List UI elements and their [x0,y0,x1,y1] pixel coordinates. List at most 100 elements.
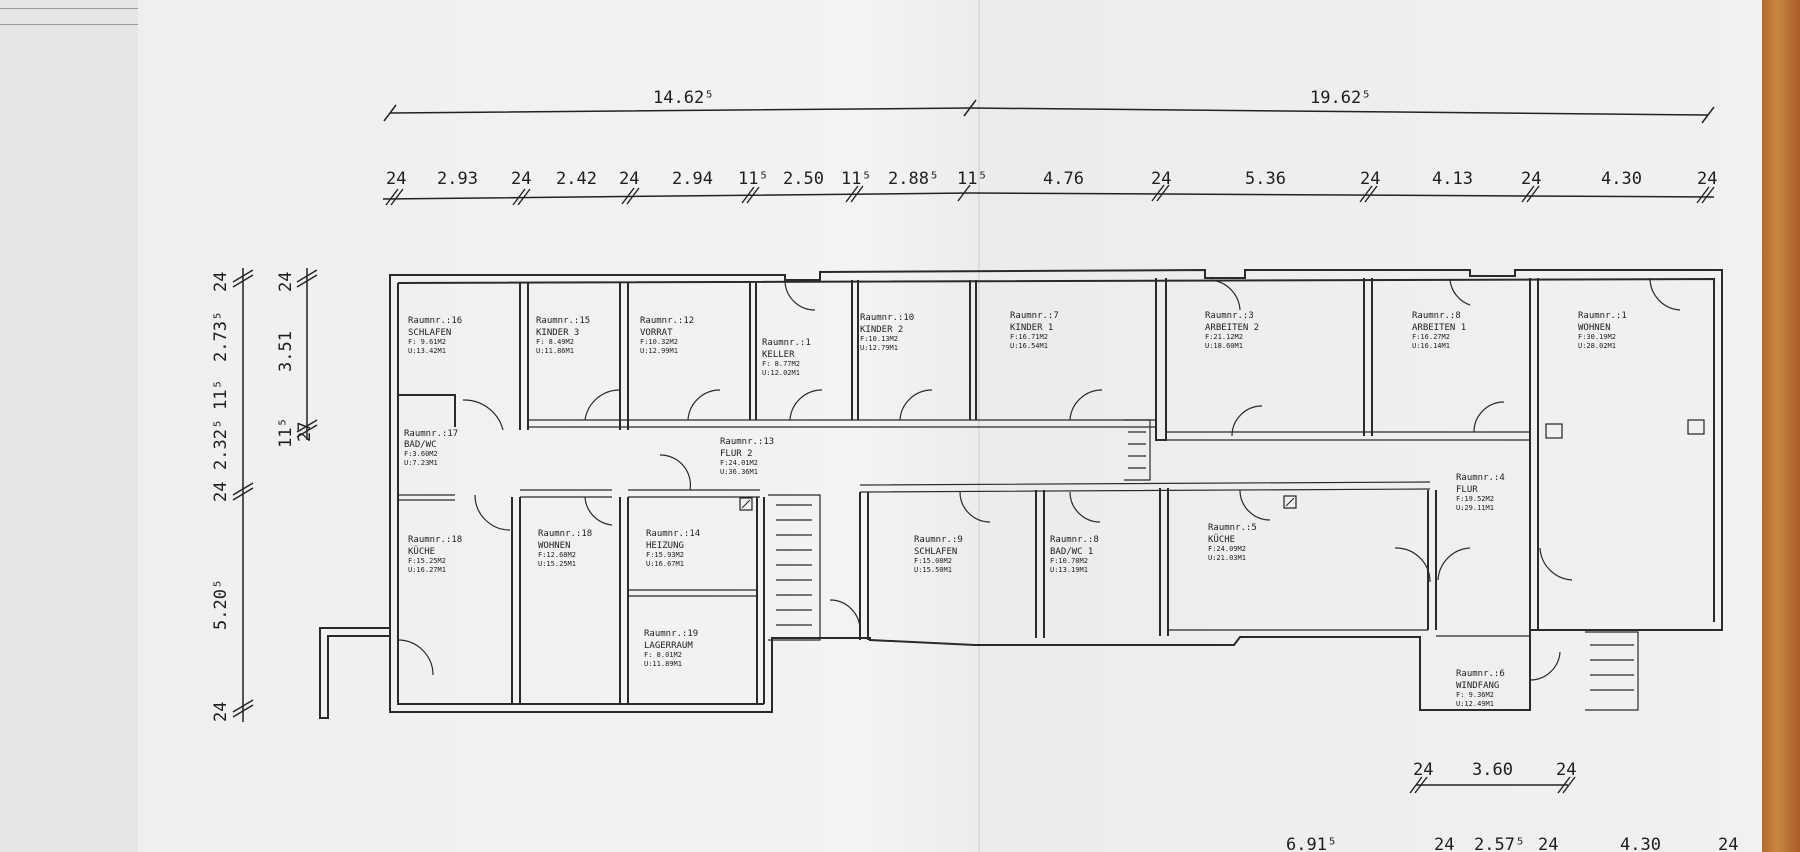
room-perimeter: U:16.14M1 [1412,342,1450,350]
room-area: F:15.25M2 [408,557,446,565]
vertical-dimension-left: 24 2.73⁵ 11⁵ 2.32⁵ 24 5.20⁵ 24 [211,268,254,722]
room-perimeter: U:15.50M1 [914,566,952,574]
room-number: Raumnr.:5 [1208,523,1257,533]
room-name: SCHLAFEN [408,328,451,338]
room-label-schlafen-16: Raumnr.:16 SCHLAFEN F: 9.61M2 U:13.42M1 [408,316,462,355]
room-number: Raumnr.:3 [1205,311,1254,321]
room-number: Raumnr.:19 [644,629,698,639]
room-label-kueche-18: Raumnr.:18 KÜCHE F:15.25M2 U:16.27M1 [408,535,462,574]
cut-dim: 4.30 [1620,835,1661,852]
room-label-wohnen-18: Raumnr.:18 WOHNEN F:12.68M2 U:15.25M1 [538,529,592,568]
segment-dimension-line: 24 2.93 24 2.42 24 2.94 11⁵ 2.50 11⁵ 2.8… [382,169,1717,206]
room-number: Raumnr.:8 [1412,311,1461,321]
seg-dim: 11⁵ [957,169,988,189]
room-area: F:16.71M2 [1010,333,1048,341]
room-name: KÜCHE [1208,534,1235,545]
room-area: F: 8.49M2 [536,338,574,346]
room-number: Raumnr.:10 [860,313,914,323]
room-name: FLUR [1456,485,1478,495]
vdim: 5.20⁵ [211,579,231,630]
room-area: F:24.01M2 [720,459,758,467]
seg-dim: 24 [1521,169,1541,189]
room-area: F:3.60M2 [404,450,438,458]
vdim: 24 [211,272,231,292]
room-name: KÜCHE [408,546,435,557]
seg-dim: 11⁵ [738,169,769,189]
room-name: BAD/WC 1 [1050,547,1093,557]
room-number: Raumnr.:6 [1456,669,1505,679]
room-perimeter: U:16.54M1 [1010,342,1048,350]
room-perimeter: U:36.36M1 [720,468,758,476]
seg-dim: 24 [1151,169,1171,189]
room-number: Raumnr.:1 [1578,311,1627,321]
room-number: Raumnr.:14 [646,529,700,539]
room-number: Raumnr.:4 [1456,473,1505,483]
seg-dim: 24 [1360,169,1380,189]
vdim-inner: 3.51 [276,331,296,372]
seg-dim: 24 [1697,169,1717,189]
room-perimeter: U:29.11M1 [1456,504,1494,512]
vertical-dimension-inner: 24 3.51 27 11⁵ [276,268,318,448]
room-area: F: 8.77M2 [762,360,800,368]
cut-dim: 6.91⁵ [1286,835,1337,852]
room-number: Raumnr.:12 [640,316,694,326]
bottom-dim: 24 [1556,760,1576,780]
room-number: Raumnr.:17 [404,429,458,439]
room-label-kinder-1: Raumnr.:7 KINDER 1 F:16.71M2 U:16.54M1 [1010,311,1059,350]
room-label-flur: Raumnr.:4 FLUR F:19.52M2 U:29.11M1 [1456,473,1505,512]
room-label-kueche-5: Raumnr.:5 KÜCHE F:24.09M2 U:21.03M1 [1208,523,1257,562]
room-perimeter: U:16.27M1 [408,566,446,574]
seg-dim: 4.13 [1432,169,1473,189]
seg-dim: 24 [386,169,406,189]
room-perimeter: U:13.19M1 [1050,566,1088,574]
room-label-arbeiten-2: Raumnr.:3 ARBEITEN 2 F:21.12M2 U:18.60M1 [1205,311,1259,350]
cut-dim: 24 [1538,835,1558,852]
room-perimeter: U:15.25M1 [538,560,576,568]
room-label-bad-wc-17: Raumnr.:17 BAD/WC F:3.60M2 U:7.23M1 [404,429,458,467]
room-perimeter: U:21.03M1 [1208,554,1246,562]
room-label-heizung: Raumnr.:14 HEIZUNG F:15.93M2 U:16.67M1 [646,529,700,568]
room-perimeter: U:13.42M1 [408,347,446,355]
room-label-arbeiten-1: Raumnr.:8 ARBEITEN 1 F:16.27M2 U:16.14M1 [1412,311,1466,350]
seg-dim: 2.93 [437,169,478,189]
room-area: F: 8.01M2 [644,651,682,659]
vdim-inner: 24 [276,272,296,292]
room-name: VORRAT [640,328,673,338]
room-number: Raumnr.:15 [536,316,590,326]
bottom-dim: 3.60 [1472,760,1513,780]
room-name: WINDFANG [1456,681,1499,691]
paper-fold [978,0,980,852]
seg-dim: 2.94 [672,169,713,189]
room-perimeter: U:12.79M1 [860,344,898,352]
room-name: LAGERRAUM [644,641,693,651]
vdim: 24 [211,702,231,722]
room-name: KINDER 3 [536,328,579,338]
room-number: Raumnr.:8 [1050,535,1099,545]
room-label-vorrat: Raumnr.:12 VORRAT F:10.32M2 U:12.99M1 [640,316,694,355]
room-number: Raumnr.:13 [720,437,774,447]
seg-dim: 4.30 [1601,169,1642,189]
room-label-kinder-2: Raumnr.:10 KINDER 2 F:10.13M2 U:12.79M1 [860,313,914,352]
sheet-rule [0,8,138,9]
room-label-kinder-3: Raumnr.:15 KINDER 3 F: 8.49M2 U:11.86M1 [536,316,590,355]
room-area: F:10.32M2 [640,338,678,346]
room-number: Raumnr.:9 [914,535,963,545]
overall-dim-left: 14.62⁵ [653,88,714,108]
seg-dim: 2.50 [783,169,824,189]
room-name: BAD/WC [404,440,437,450]
room-perimeter: U:12.02M1 [762,369,800,377]
room-name: FLUR 2 [720,449,753,459]
bottom-dim: 24 [1413,760,1433,780]
cut-dim: 2.57⁵ [1474,835,1525,852]
room-name: SCHLAFEN [914,547,957,557]
vdim: 2.32⁵ [211,419,231,470]
room-label-lagerraum: Raumnr.:19 LAGERRAUM F: 8.01M2 U:11.89M1 [644,629,698,668]
room-area: F:12.68M2 [538,551,576,559]
room-label-schlafen-9: Raumnr.:9 SCHLAFEN F:15.08M2 U:15.50M1 [914,535,963,574]
sheet-rule [0,24,138,25]
room-area: F: 9.36M2 [1456,691,1494,699]
seg-dim: 24 [619,169,639,189]
vdim-inner: 27 [295,422,315,442]
vdim-inner: 11⁵ [276,417,296,448]
building-walls [319,268,1723,719]
